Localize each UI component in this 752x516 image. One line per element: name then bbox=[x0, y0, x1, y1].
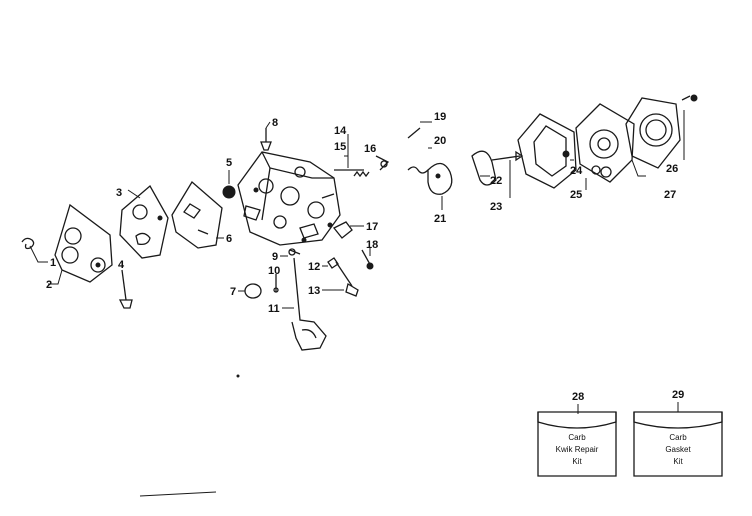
callout-labels: 1 2 3 4 5 6 7 8 9 10 11 12 13 14 15 16 1… bbox=[46, 111, 678, 315]
part-18-pin bbox=[361, 248, 374, 270]
callout-29: 29 bbox=[672, 389, 684, 401]
callout-22: 22 bbox=[490, 175, 502, 187]
callout-25: 25 bbox=[570, 189, 582, 201]
callout-27: 27 bbox=[664, 189, 676, 201]
callout-26: 26 bbox=[666, 163, 678, 175]
callout-12: 12 bbox=[308, 261, 320, 273]
kit-29-line-2: Gasket bbox=[665, 445, 691, 454]
part-25-pump-body bbox=[575, 103, 635, 190]
kit-29: 29 Carb Gasket Kit bbox=[633, 389, 723, 477]
part-3-gasket bbox=[119, 184, 169, 259]
part-21-lever bbox=[427, 162, 453, 210]
callout-4: 4 bbox=[118, 259, 125, 271]
callout-16: 16 bbox=[364, 143, 376, 155]
kit-28-line-1: Carb bbox=[568, 433, 586, 442]
part-27-cover bbox=[625, 97, 681, 177]
callout-8: 8 bbox=[272, 117, 278, 129]
part-15-spring bbox=[344, 155, 370, 178]
part-17-lever bbox=[332, 221, 364, 239]
part-19-needle bbox=[407, 121, 432, 139]
callout-9: 9 bbox=[272, 251, 278, 263]
part-20-spring bbox=[407, 147, 432, 174]
part-1-clip bbox=[21, 237, 48, 263]
kit-28-line-3: Kit bbox=[572, 457, 582, 466]
callout-20: 20 bbox=[434, 135, 446, 147]
part-12-spring bbox=[322, 257, 339, 269]
part-22-screen bbox=[471, 150, 497, 186]
callout-17: 17 bbox=[366, 221, 378, 233]
part-2-pump-cover bbox=[48, 203, 113, 285]
part-6-diaphragm bbox=[171, 181, 224, 249]
part-4-screw bbox=[118, 262, 133, 309]
callout-23: 23 bbox=[490, 201, 502, 213]
callout-7: 7 bbox=[230, 286, 236, 298]
carburetor-body bbox=[237, 151, 341, 246]
part-11-throttle-lever bbox=[282, 257, 327, 351]
stray-dot bbox=[236, 374, 240, 378]
callout-28: 28 bbox=[572, 391, 584, 403]
callout-2: 2 bbox=[46, 279, 52, 291]
callout-24: 24 bbox=[570, 165, 583, 177]
part-23-screw bbox=[491, 150, 524, 198]
callout-14: 14 bbox=[334, 125, 347, 137]
callout-15: 15 bbox=[334, 141, 346, 153]
callout-3: 3 bbox=[116, 187, 122, 199]
callout-21: 21 bbox=[434, 213, 446, 225]
stray-line bbox=[139, 491, 217, 497]
kit-29-line-3: Kit bbox=[673, 457, 683, 466]
callout-1: 1 bbox=[50, 257, 56, 269]
part-7-disk bbox=[238, 283, 262, 299]
part-5-needle bbox=[222, 170, 236, 199]
callout-11: 11 bbox=[268, 303, 280, 315]
callout-10: 10 bbox=[268, 265, 280, 277]
part-9-pin bbox=[280, 248, 301, 257]
part-13-screw bbox=[322, 261, 359, 297]
part-10-pin bbox=[273, 274, 279, 293]
callout-19: 19 bbox=[434, 111, 446, 123]
part-24-gasket bbox=[517, 113, 577, 189]
callout-13: 13 bbox=[308, 285, 320, 297]
kit-28: 28 Carb Kwik Repair Kit bbox=[537, 391, 617, 477]
callout-5: 5 bbox=[226, 157, 232, 169]
kit-29-line-1: Carb bbox=[669, 433, 687, 442]
part-8-screw bbox=[260, 121, 272, 151]
part-16-needle bbox=[375, 155, 390, 171]
kit-28-line-2: Kwik Repair bbox=[556, 445, 599, 454]
callout-18: 18 bbox=[366, 239, 378, 251]
callout-6: 6 bbox=[226, 233, 232, 245]
part-26-screw bbox=[681, 94, 698, 160]
part-14-needle bbox=[334, 134, 364, 171]
